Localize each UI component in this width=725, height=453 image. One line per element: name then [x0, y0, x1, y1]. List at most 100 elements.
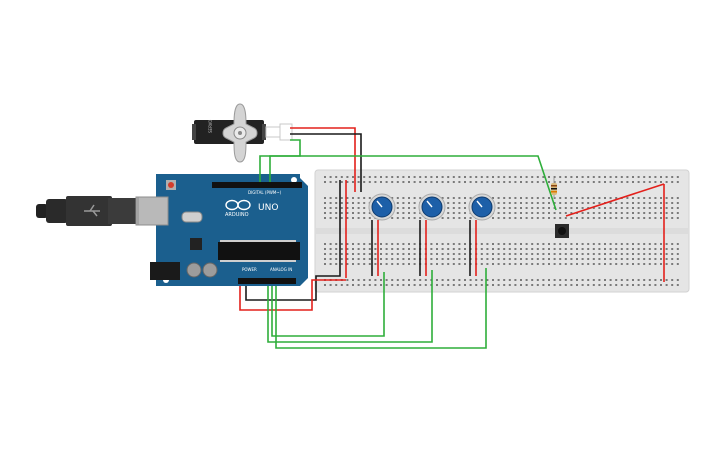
breadboard-hole[interactable] [581, 217, 584, 219]
breadboard-hole[interactable] [609, 253, 612, 255]
breadboard-hole[interactable] [620, 243, 623, 245]
breadboard-hole[interactable] [626, 217, 629, 219]
breadboard-hole[interactable] [329, 263, 332, 265]
breadboard-hole[interactable] [329, 202, 332, 204]
breadboard-hole[interactable] [402, 202, 405, 204]
breadboard-hole[interactable] [592, 176, 595, 178]
wires[interactable] [239, 127, 665, 349]
breadboard-hole[interactable] [632, 243, 634, 245]
breadboard-hole[interactable] [615, 253, 618, 255]
breadboard-hole[interactable] [648, 248, 651, 250]
breadboard-hole[interactable] [660, 284, 662, 286]
breadboard-hole[interactable] [464, 263, 466, 265]
breadboard-hole[interactable] [559, 253, 562, 255]
breadboard-hole[interactable] [570, 197, 573, 199]
breadboard-hole[interactable] [570, 279, 573, 281]
breadboard-hole[interactable] [520, 207, 522, 209]
breadboard-hole[interactable] [380, 263, 382, 265]
wire-red-5v[interactable] [239, 279, 346, 311]
breadboard-hole[interactable] [480, 258, 483, 260]
breadboard-hole[interactable] [335, 263, 338, 265]
breadboard-hole[interactable] [660, 181, 662, 183]
breadboard-hole[interactable] [324, 181, 326, 183]
breadboard-hole[interactable] [615, 248, 618, 250]
breadboard-hole[interactable] [520, 197, 522, 199]
breadboard-hole[interactable] [452, 253, 455, 255]
breadboard-hole[interactable] [340, 217, 343, 219]
breadboard-hole[interactable] [542, 212, 545, 214]
breadboard-hole[interactable] [592, 263, 595, 265]
breadboard-hole[interactable] [564, 258, 567, 260]
breadboard-hole[interactable] [385, 284, 388, 286]
breadboard-hole[interactable] [598, 243, 601, 245]
breadboard-hole[interactable] [447, 212, 450, 214]
breadboard-hole[interactable] [604, 248, 606, 250]
breadboard-hole[interactable] [413, 253, 416, 255]
breadboard-hole[interactable] [329, 197, 332, 199]
breadboard-hole[interactable] [464, 202, 466, 204]
breadboard-hole[interactable] [385, 181, 388, 183]
breadboard-hole[interactable] [396, 207, 399, 209]
breadboard-hole[interactable] [648, 284, 651, 286]
breadboard-hole[interactable] [469, 279, 472, 281]
breadboard-hole[interactable] [548, 181, 550, 183]
breadboard-hole[interactable] [531, 248, 534, 250]
breadboard-hole[interactable] [665, 207, 668, 209]
breadboard-hole[interactable] [380, 243, 382, 245]
breadboard-hole[interactable] [380, 284, 382, 286]
breadboard-hole[interactable] [452, 248, 455, 250]
breadboard-hole[interactable] [564, 176, 567, 178]
breadboard-hole[interactable] [643, 181, 646, 183]
potentiometers[interactable] [368, 193, 496, 221]
breadboard-hole[interactable] [676, 207, 679, 209]
breadboard-hole[interactable] [660, 212, 662, 214]
breadboard-hole[interactable] [413, 202, 416, 204]
breadboard-hole[interactable] [564, 284, 567, 286]
breadboard-hole[interactable] [665, 258, 668, 260]
breadboard-hole[interactable] [413, 263, 416, 265]
breadboard-hole[interactable] [671, 212, 674, 214]
breadboard-hole[interactable] [553, 284, 556, 286]
breadboard-hole[interactable] [452, 202, 455, 204]
breadboard-hole[interactable] [525, 263, 528, 265]
breadboard-hole[interactable] [492, 181, 494, 183]
breadboard-hole[interactable] [637, 279, 640, 281]
breadboard-hole[interactable] [553, 197, 556, 199]
breadboard-hole[interactable] [598, 284, 601, 286]
breadboard-hole[interactable] [587, 212, 590, 214]
wire-green-a1[interactable] [267, 270, 433, 343]
breadboard-hole[interactable] [396, 263, 399, 265]
breadboard-hole[interactable] [346, 279, 349, 281]
breadboard-hole[interactable] [452, 243, 455, 245]
breadboard-hole[interactable] [648, 212, 651, 214]
breadboard-hole[interactable] [553, 212, 556, 214]
breadboard-hole[interactable] [548, 258, 550, 260]
breadboard-hole[interactable] [441, 181, 444, 183]
breadboard-hole[interactable] [592, 279, 595, 281]
breadboard-hole[interactable] [598, 212, 601, 214]
breadboard-hole[interactable] [458, 181, 461, 183]
breadboard-hole[interactable] [576, 181, 578, 183]
breadboard-hole[interactable] [604, 284, 606, 286]
breadboard-hole[interactable] [335, 284, 338, 286]
breadboard-hole[interactable] [324, 197, 326, 199]
breadboard-hole[interactable] [503, 263, 506, 265]
wire-red-button[interactable] [565, 183, 665, 217]
breadboard-hole[interactable] [340, 284, 343, 286]
potentiometer-1[interactable] [368, 193, 396, 221]
breadboard-hole[interactable] [536, 248, 539, 250]
breadboard-hole[interactable] [408, 176, 410, 178]
breadboard-hole[interactable] [592, 243, 595, 245]
breadboard-hole[interactable] [396, 284, 399, 286]
breadboard-hole[interactable] [402, 258, 405, 260]
breadboard-hole[interactable] [492, 197, 494, 199]
breadboard-hole[interactable] [548, 243, 550, 245]
breadboard-hole[interactable] [391, 243, 394, 245]
breadboard-hole[interactable] [396, 243, 399, 245]
breadboard-hole[interactable] [620, 202, 623, 204]
resistor[interactable] [551, 178, 557, 198]
breadboard-hole[interactable] [436, 248, 438, 250]
breadboard-hole[interactable] [626, 202, 629, 204]
breadboard-hole[interactable] [626, 248, 629, 250]
breadboard-hole[interactable] [570, 176, 573, 178]
